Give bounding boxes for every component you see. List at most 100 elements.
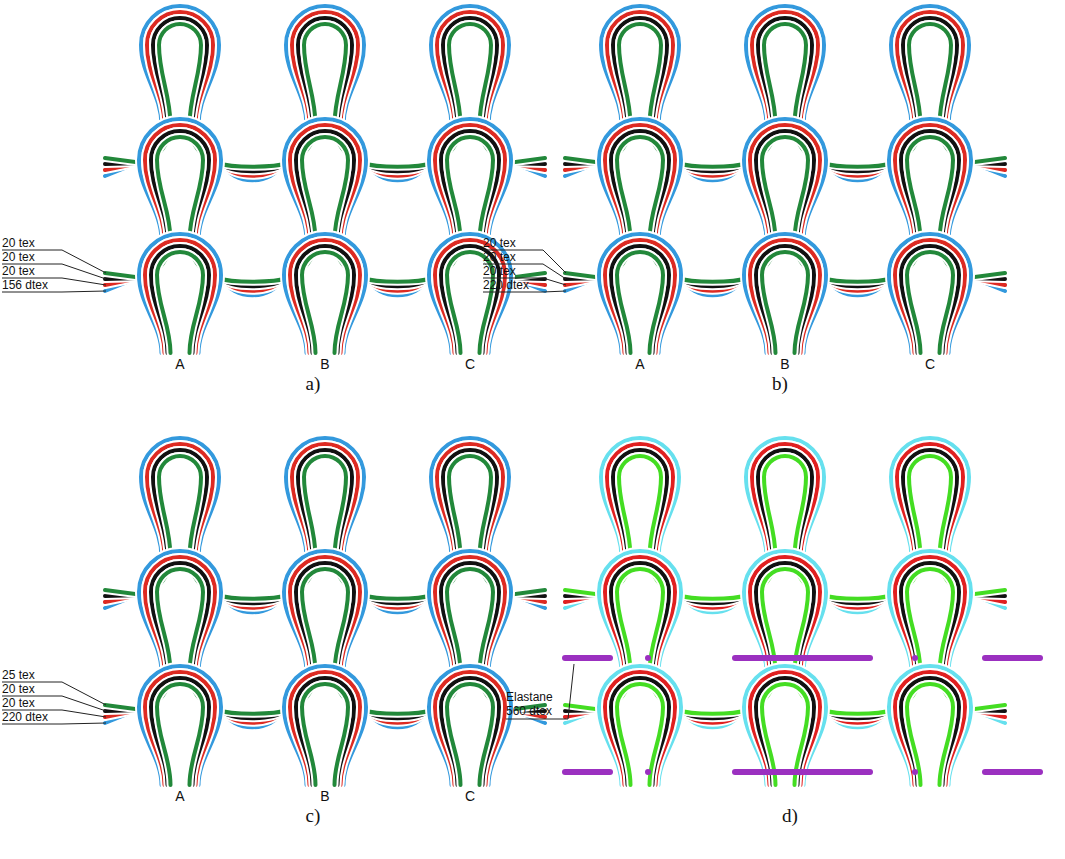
yarn-ply [105, 24, 545, 167]
yarn-ply [605, 672, 965, 785]
yarn-ply [151, 678, 499, 785]
yarn-gap [565, 119, 1005, 295]
knit-panel [565, 438, 1005, 785]
yarn-gap [565, 444, 1005, 608]
yarn-ply [105, 125, 545, 291]
yarn-ply [105, 438, 545, 612]
leader-line [506, 664, 574, 719]
yarn-gap [611, 678, 959, 785]
yarn-ply [105, 12, 545, 176]
yarn-gap [599, 666, 971, 785]
yarn-ply [565, 444, 1005, 608]
yarn-gap [105, 557, 545, 723]
yarn-gap [157, 684, 493, 785]
yarn-gap [565, 569, 1005, 714]
yarn-gap [611, 246, 959, 353]
elastane-dot [645, 655, 651, 661]
leader-line [483, 264, 566, 279]
yarn-ply [617, 252, 953, 353]
yarn-ply [599, 666, 971, 785]
yarn-label: 20 tex [2, 250, 35, 264]
wale-letter: A [175, 788, 184, 804]
yarn-ply [565, 456, 1005, 599]
yarn-label: 220 dtex [2, 710, 48, 724]
wale-letter: C [465, 788, 475, 804]
yarn-gap [105, 551, 545, 727]
yarn-gap [151, 678, 499, 785]
elastane-dot [912, 655, 918, 661]
yarn-gap [105, 24, 545, 167]
yarn-ply [565, 557, 1005, 723]
yarn-ply [139, 666, 511, 785]
yarn-label: Elastane 560 dtex [506, 690, 564, 718]
yarn-ply [145, 240, 505, 353]
yarn-ply [565, 6, 1005, 180]
yarn-ply [145, 672, 505, 785]
knit-panel [105, 438, 545, 785]
wale-letter: A [635, 356, 644, 372]
yarn-ply [565, 438, 1005, 612]
yarn-gap [565, 6, 1005, 180]
knit-panel [105, 6, 545, 353]
yarn-ply [105, 563, 545, 718]
yarn-ply [565, 450, 1005, 603]
yarn-ply [611, 246, 959, 353]
wale-letter: B [320, 356, 329, 372]
yarn-ply [565, 125, 1005, 291]
yarn-ply [105, 137, 545, 282]
yarn-gap [145, 672, 505, 785]
yarn-ply [151, 246, 499, 353]
yarn-ply [565, 12, 1005, 176]
yarn-ply [605, 240, 965, 353]
yarn-ply [565, 563, 1005, 718]
yarn-gap [565, 12, 1005, 176]
elastane-dot [912, 769, 918, 775]
yarn-gap [599, 234, 971, 353]
elastane-yarn [735, 769, 870, 775]
yarn-ply [617, 684, 953, 785]
yarn-label: 156 dtex [2, 278, 48, 292]
yarn-ply [105, 131, 545, 286]
yarn-label: 20 tex [483, 250, 516, 264]
yarn-gap [565, 137, 1005, 282]
yarn-gap [617, 252, 953, 353]
yarn-gap [105, 12, 545, 176]
yarn-gap [105, 444, 545, 608]
panel-caption: b) [772, 373, 788, 395]
wale-letter: B [780, 356, 789, 372]
yarn-label: 20 tex [483, 264, 516, 278]
yarn-gap [105, 438, 545, 612]
leader-line [2, 264, 106, 279]
yarn-label: 20 tex [2, 696, 35, 710]
yarn-gap [565, 131, 1005, 286]
yarn-gap [565, 456, 1005, 599]
yarn-gap [145, 240, 505, 353]
yarn-ply [157, 684, 493, 785]
yarn-gap [151, 246, 499, 353]
yarn-ply [105, 119, 545, 295]
yarn-gap [617, 684, 953, 785]
yarn-label: 20 tex [2, 682, 35, 696]
yarn-ply [105, 456, 545, 599]
yarn-ply [565, 551, 1005, 727]
knit-panel [565, 6, 1005, 353]
panel-caption: a) [306, 373, 321, 395]
yarn-ply [565, 18, 1005, 171]
yarn-ply [599, 234, 971, 353]
yarn-gap [139, 234, 511, 353]
wale-letter: C [465, 356, 475, 372]
leader-line [2, 696, 106, 711]
yarn-gap [565, 563, 1005, 718]
yarn-ply [565, 119, 1005, 295]
yarn-gap [105, 125, 545, 291]
yarn-gap [139, 666, 511, 785]
panel-caption: c) [306, 805, 321, 827]
yarn-gap [605, 672, 965, 785]
elastane-yarn [985, 769, 1040, 775]
yarn-gap [565, 450, 1005, 603]
yarn-gap [565, 18, 1005, 171]
yarn-gap [565, 438, 1005, 612]
yarn-gap [565, 551, 1005, 727]
